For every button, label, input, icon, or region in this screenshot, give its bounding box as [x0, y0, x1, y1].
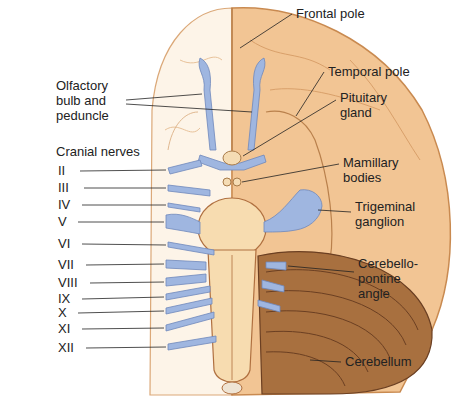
leader-lines	[78, 14, 354, 362]
midline	[232, 8, 233, 150]
part-label: Frontal pole	[296, 6, 406, 21]
mamillary-body	[233, 178, 241, 186]
cerebellum	[258, 252, 432, 394]
callout-number: VIII	[58, 275, 98, 290]
part-label: Mamillary bodies	[343, 155, 433, 185]
temporal-lobe	[266, 111, 332, 260]
part-label: Olfactory bulb and peduncle	[56, 78, 128, 123]
callout-number: VI	[58, 236, 98, 251]
callout-number: XI	[58, 321, 98, 336]
callout-number: XII	[58, 340, 98, 355]
callout-number: III	[58, 180, 98, 195]
mamillary-body	[223, 178, 231, 186]
spinal-cord	[222, 382, 242, 394]
cranial-nerves	[166, 160, 216, 350]
temporal-lobe	[168, 112, 198, 150]
part-label: Cranial nerves	[56, 144, 166, 159]
right-hemisphere	[232, 8, 450, 395]
olfactory-tract	[199, 58, 216, 150]
callout-number: II	[58, 163, 98, 178]
part-label: Cerebellum	[345, 354, 455, 369]
callout-number: VII	[58, 257, 98, 272]
pituitary	[223, 151, 241, 165]
part-label: Cerebello-pontine angle	[358, 256, 424, 301]
part-label: Temporal pole	[328, 64, 448, 79]
part-label: Pituitary gland	[340, 90, 420, 120]
part-label: Trigeminal ganglion	[355, 199, 455, 229]
cranial-nerves	[258, 190, 322, 312]
callout-number: V	[58, 214, 98, 229]
callout-number: IX	[58, 291, 98, 306]
median-fissure	[232, 255, 233, 380]
callout-number: X	[58, 305, 98, 320]
olfactory-tract	[248, 58, 265, 150]
gyri	[250, 40, 420, 160]
callout-number: IV	[58, 197, 98, 212]
medulla	[208, 250, 256, 382]
